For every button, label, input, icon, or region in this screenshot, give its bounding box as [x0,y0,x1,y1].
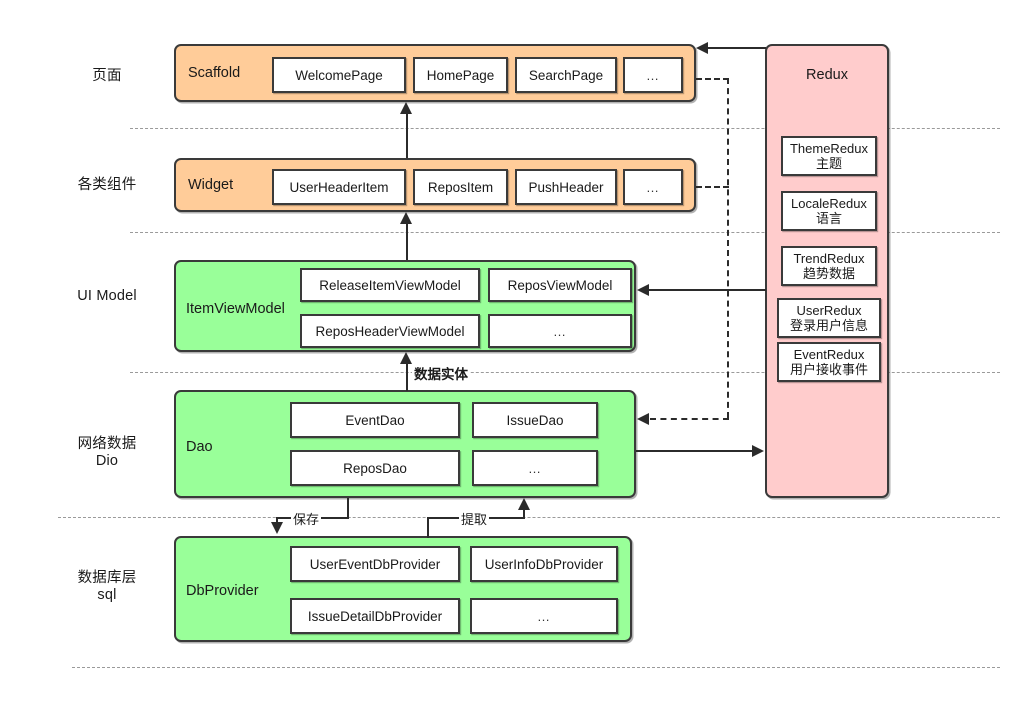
connector-fetch-stem [427,517,429,538]
group-redux[interactable]: Redux ThemeRedux 主题 LocaleRedux 语言 Trend… [765,44,889,498]
layer-separator-5 [72,667,1000,668]
connector-save-drop [276,517,278,525]
connector-fetch-rise [523,510,525,519]
cell-issue-detail-db-provider[interactable]: IssueDetailDbProvider [290,598,460,634]
arrow-dbprovider-to-dao [518,498,530,510]
arrow-dao-to-viewmodel [400,352,412,364]
arrow-redux-to-scaffold [696,42,708,54]
cell-event-redux-name: EventRedux [793,347,865,362]
cell-locale-redux-name: LocaleRedux [791,196,867,211]
layer-label-page: 页面 [92,68,122,84]
cell-event-redux[interactable]: EventRedux 用户接收事件 [777,342,881,382]
cell-welcome-page[interactable]: WelcomePage [272,57,406,93]
cell-release-item-view-model[interactable]: ReleaseItemViewModel [300,268,480,302]
group-widget[interactable]: Widget UserHeaderItem ReposItem PushHead… [174,158,696,212]
group-dao-title: Dao [186,439,213,455]
connector-dashed-bus-vertical [727,78,729,418]
cell-item-view-model-more[interactable]: … [488,314,632,348]
cell-search-page[interactable]: SearchPage [515,57,617,93]
edge-label-data-entity: 数据实体 [412,363,470,383]
cell-push-header[interactable]: PushHeader [515,169,617,205]
cell-user-event-db-provider[interactable]: UserEventDbProvider [290,546,460,582]
layer-separator-3 [130,372,1000,373]
group-item-view-model-title: ItemViewModel [186,301,285,317]
layer-label-database: 数据库层 sql [77,570,137,603]
connector-dashed-to-scaffold [696,78,729,80]
arrow-viewmodel-to-widget [400,212,412,224]
cell-repos-dao[interactable]: ReposDao [290,450,460,486]
cell-user-redux-name: UserRedux [796,303,862,318]
cell-repos-view-model[interactable]: ReposViewModel [488,268,632,302]
cell-repos-header-view-model[interactable]: ReposHeaderViewModel [300,314,480,348]
layer-separator-2 [130,232,1000,233]
layer-label-uimodel: UI Model [77,288,137,304]
connector-redux-to-scaffold [708,47,766,49]
edge-label-save: 保存 [291,509,322,528]
cell-issue-dao[interactable]: IssueDao [472,402,598,438]
cell-user-info-db-provider[interactable]: UserInfoDbProvider [470,546,618,582]
group-item-view-model[interactable]: ItemViewModel ReleaseItemViewModel Repos… [174,260,636,352]
cell-user-redux-desc: 登录用户信息 [789,318,868,333]
arrow-dao-to-redux [752,445,764,457]
layer-label-widget: 各类组件 [77,177,137,193]
arrow-dao-to-dbprovider [271,522,283,534]
cell-user-header-item[interactable]: UserHeaderItem [272,169,406,205]
cell-db-provider-more[interactable]: … [470,598,618,634]
cell-event-redux-desc: 用户接收事件 [789,362,868,377]
cell-scaffold-more[interactable]: … [623,57,683,93]
connector-widget-to-scaffold [406,113,408,158]
connector-save-stem [347,498,349,519]
layer-label-network: 网络数据 Dio [77,436,137,469]
connector-dao-to-redux [636,450,753,452]
group-redux-title: Redux [806,67,848,83]
group-db-provider[interactable]: DbProvider UserEventDbProvider UserInfoD… [174,536,632,642]
cell-theme-redux-desc: 主题 [815,156,842,171]
group-dao[interactable]: Dao EventDao IssueDao ReposDao … [174,390,636,498]
group-db-provider-title: DbProvider [186,583,259,599]
connector-dao-to-viewmodel [406,363,408,391]
layer-separator-4 [58,517,1000,518]
cell-user-redux[interactable]: UserRedux 登录用户信息 [777,298,881,338]
cell-dao-more[interactable]: … [472,450,598,486]
connector-redux-to-viewmodel [649,289,766,291]
cell-trend-redux-name: TrendRedux [793,251,865,266]
connector-dashed-to-dao [650,418,729,420]
cell-locale-redux[interactable]: LocaleRedux 语言 [781,191,877,231]
arrow-redux-to-viewmodel [637,284,649,296]
group-widget-title: Widget [188,177,234,193]
group-scaffold[interactable]: Scaffold WelcomePage HomePage SearchPage… [174,44,696,102]
cell-widget-more[interactable]: … [623,169,683,205]
cell-home-page[interactable]: HomePage [413,57,508,93]
arrow-widget-to-scaffold [400,102,412,114]
cell-trend-redux-desc: 趋势数据 [802,266,855,281]
edge-label-fetch: 提取 [459,509,490,528]
connector-dashed-to-widget [696,186,729,188]
layer-separator-1 [130,128,1000,129]
arrow-dashed-to-dao [637,413,649,425]
cell-repos-item[interactable]: ReposItem [413,169,508,205]
cell-trend-redux[interactable]: TrendRedux 趋势数据 [781,246,877,286]
cell-event-dao[interactable]: EventDao [290,402,460,438]
cell-theme-redux[interactable]: ThemeRedux 主题 [781,136,877,176]
connector-viewmodel-to-widget [406,223,408,260]
cell-locale-redux-desc: 语言 [815,211,842,226]
group-scaffold-title: Scaffold [188,65,241,81]
cell-theme-redux-name: ThemeRedux [789,141,869,156]
